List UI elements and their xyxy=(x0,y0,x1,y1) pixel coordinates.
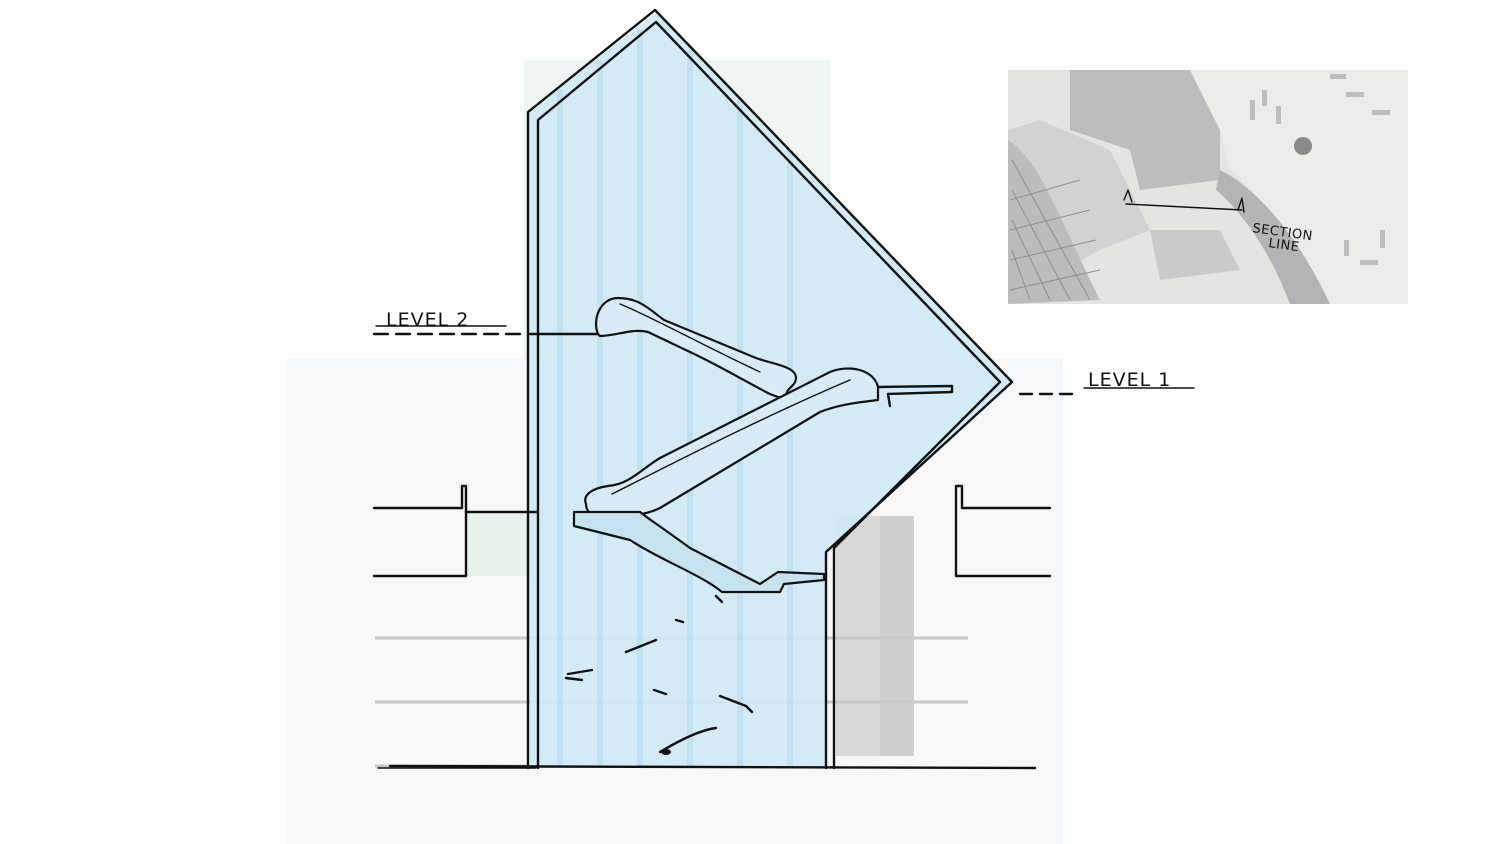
ground-sketch-marks xyxy=(564,594,754,755)
level-2-annotation: LEVEL 2 xyxy=(372,309,522,336)
section-line-label-2: LINE xyxy=(1267,236,1300,255)
escalator-lower xyxy=(572,510,826,594)
level-1-annotation: LEVEL 1 xyxy=(1018,369,1195,396)
escalator-upper xyxy=(594,296,806,402)
level-2-label: LEVEL 2 xyxy=(386,309,469,331)
section-marker-icon xyxy=(1123,189,1245,213)
escalators xyxy=(572,296,880,594)
key-plan-inset: SECTION LINE xyxy=(1008,70,1408,304)
floor-slabs xyxy=(372,332,1052,770)
level-1-label: LEVEL 1 xyxy=(1088,369,1171,391)
